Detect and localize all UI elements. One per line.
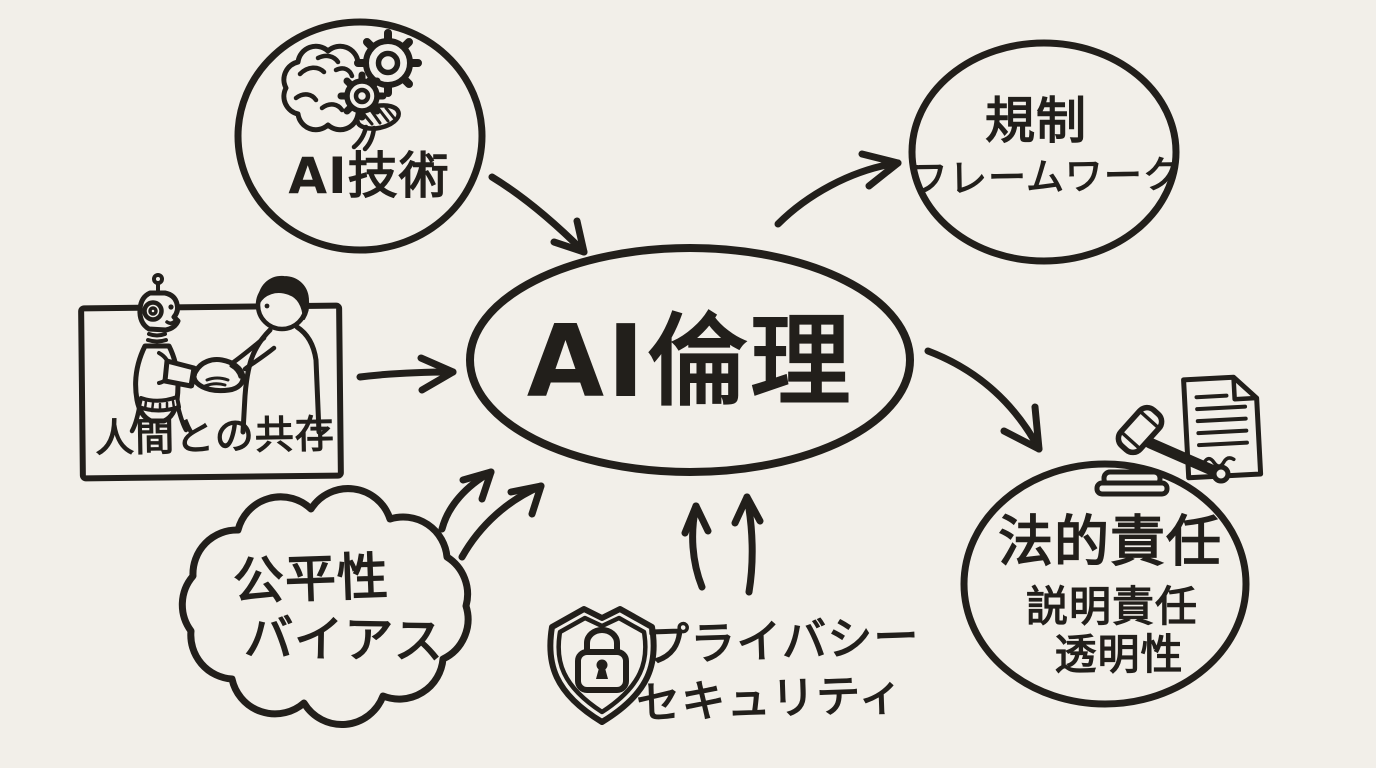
arrows [356,150,1043,596]
gear-icon-large [354,29,422,97]
node-legal-responsibility [960,374,1264,708]
node-center-ai-ethics [466,244,914,476]
node-fairness-bias [178,485,472,728]
arrow-fairness-to-center-2 [458,482,545,561]
arrow-privacy-to-center-2 [731,493,764,596]
brain-gears-icon [281,29,422,152]
node-regulation-framework [908,39,1180,265]
regulation-label-line1: 規制 [985,92,1087,150]
padlock-keyhole [596,659,608,671]
ai-technology-circle [234,18,486,254]
gavel-handle [1144,437,1220,477]
node-ai-technology [234,18,486,254]
human-coexistence-label: 人間との共存 [94,412,336,462]
human-hair [257,275,310,320]
human-coexistence-box [78,302,344,482]
arrow-center-to-regulation [774,150,902,228]
legal-responsibility-ellipse [960,460,1250,708]
bias-label: バイアス [243,609,445,671]
shield-lock-icon [547,606,657,725]
arrow-ai-technology-to-center [488,173,588,256]
padlock-shackle [584,627,620,655]
node-human-coexistence [78,273,344,482]
security-label: セキュリティ [635,669,905,730]
regulation-framework-ellipse [908,39,1180,265]
handshake-hands [190,357,246,394]
arrow-human-coexistence-to-center [356,354,457,394]
arrow-privacy-to-center-1 [681,502,712,591]
transparency-label: 透明性 [1054,630,1184,679]
arrow-fairness-to-center-1 [438,468,495,533]
arrow-center-to-legal [924,347,1043,453]
ai-ethics-center-label: AI倫理 [526,303,854,420]
gavel-icon [1094,404,1231,497]
robot-human-handshake-icon [129,273,322,435]
privacy-label: プライバシー [643,609,921,673]
robot-antenna [152,273,164,285]
ai-technology-label: AI技術 [288,147,450,205]
fairness-label: 公平性 [232,547,390,613]
ai-ethics-ellipse [466,244,914,476]
regulation-label-line2: フレームワーク [909,152,1183,202]
accountability-label: 説明責任 [1025,582,1199,631]
gear-icon-small [337,71,387,121]
fairness-bias-cloud [178,485,472,728]
legal-responsibility-label: 法的責任 [997,509,1223,574]
